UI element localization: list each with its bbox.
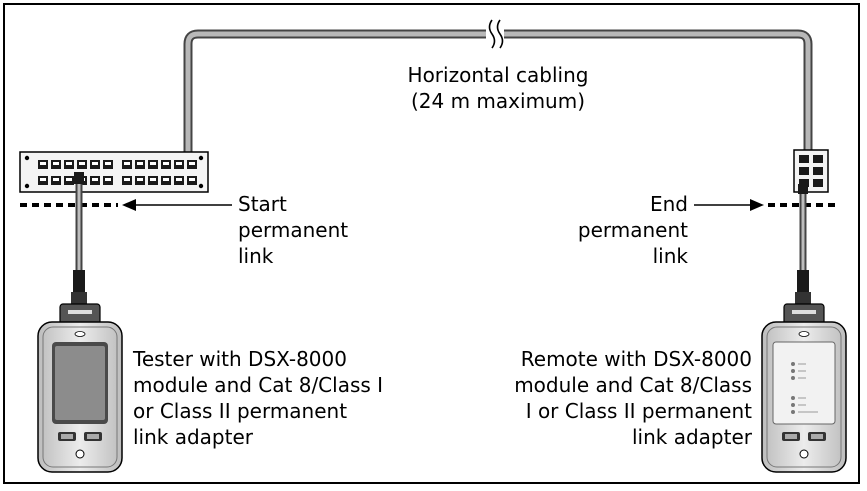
end-label-line1: End [649, 192, 688, 216]
remote-adapter-cord [795, 184, 811, 306]
patch-port-contact [105, 178, 111, 181]
patch-port-contact [163, 162, 169, 165]
patch-port-contact [150, 162, 156, 165]
tester-adapter-cord [71, 172, 87, 306]
patch-port-contact [137, 162, 143, 165]
end-arrow [694, 199, 764, 211]
patch-port-contact [66, 178, 72, 181]
patch-port-contact [40, 178, 46, 181]
patch-port-contact [53, 162, 59, 165]
patch-port-contact [176, 162, 182, 165]
start-arrow [122, 199, 232, 211]
patch-port-contact [105, 162, 111, 165]
patch-port-contact [92, 162, 98, 165]
cable-break-symbol [486, 19, 504, 49]
patch-port-contact [189, 162, 195, 165]
start-permanent-link-label: Start permanent link [238, 191, 348, 269]
end-permanent-link-label: End permanent link [560, 191, 688, 269]
patch-port-contact [150, 178, 156, 181]
patch-port-contact [79, 162, 85, 165]
remote-desc-line4: link adapter [632, 425, 752, 449]
tester-desc-line3: or Class II permanent [133, 399, 348, 423]
start-label-line2: permanent [238, 218, 349, 242]
patch-port-contact [137, 178, 143, 181]
patch-port-contact [53, 178, 59, 181]
patch-port-contact [176, 178, 182, 181]
patch-port-contact [40, 162, 46, 165]
patch-port-contact [189, 178, 195, 181]
end-label-line3: link [652, 244, 688, 268]
tester-desc-line1: Tester with DSX-8000 [133, 347, 347, 371]
patch-port-contact [92, 178, 98, 181]
remote-device [761, 303, 847, 473]
tester-desc-line2: module and Cat 8/Class I [133, 373, 384, 397]
start-label-line1: Start [238, 192, 287, 216]
start-label-line3: link [238, 244, 274, 268]
horizontal-cabling-limit: (24 m maximum) [410, 89, 586, 113]
patch-port-contact [124, 178, 130, 181]
remote-desc-line3: I or Class II permanent [525, 399, 752, 423]
diagram-frame [3, 3, 860, 484]
tester-desc-line4: link adapter [133, 425, 253, 449]
patch-port-contact [163, 178, 169, 181]
patch-port-contact [66, 162, 72, 165]
remote-desc-line2: module and Cat 8/Class [514, 373, 752, 397]
remote-desc-line1: Remote with DSX-8000 [520, 347, 752, 371]
horizontal-cabling-title: Horizontal cabling [407, 63, 589, 87]
remote-description: Remote with DSX-8000 module and Cat 8/Cl… [478, 346, 752, 450]
patch-port-contact [124, 162, 130, 165]
end-label-line2: permanent [577, 218, 688, 242]
tester-description: Tester with DSX-8000 module and Cat 8/Cl… [133, 346, 383, 450]
horizontal-cabling-label: Horizontal cabling (24 m maximum) [388, 62, 608, 114]
tester-device [37, 303, 123, 473]
patch-panel-left [19, 151, 209, 193]
